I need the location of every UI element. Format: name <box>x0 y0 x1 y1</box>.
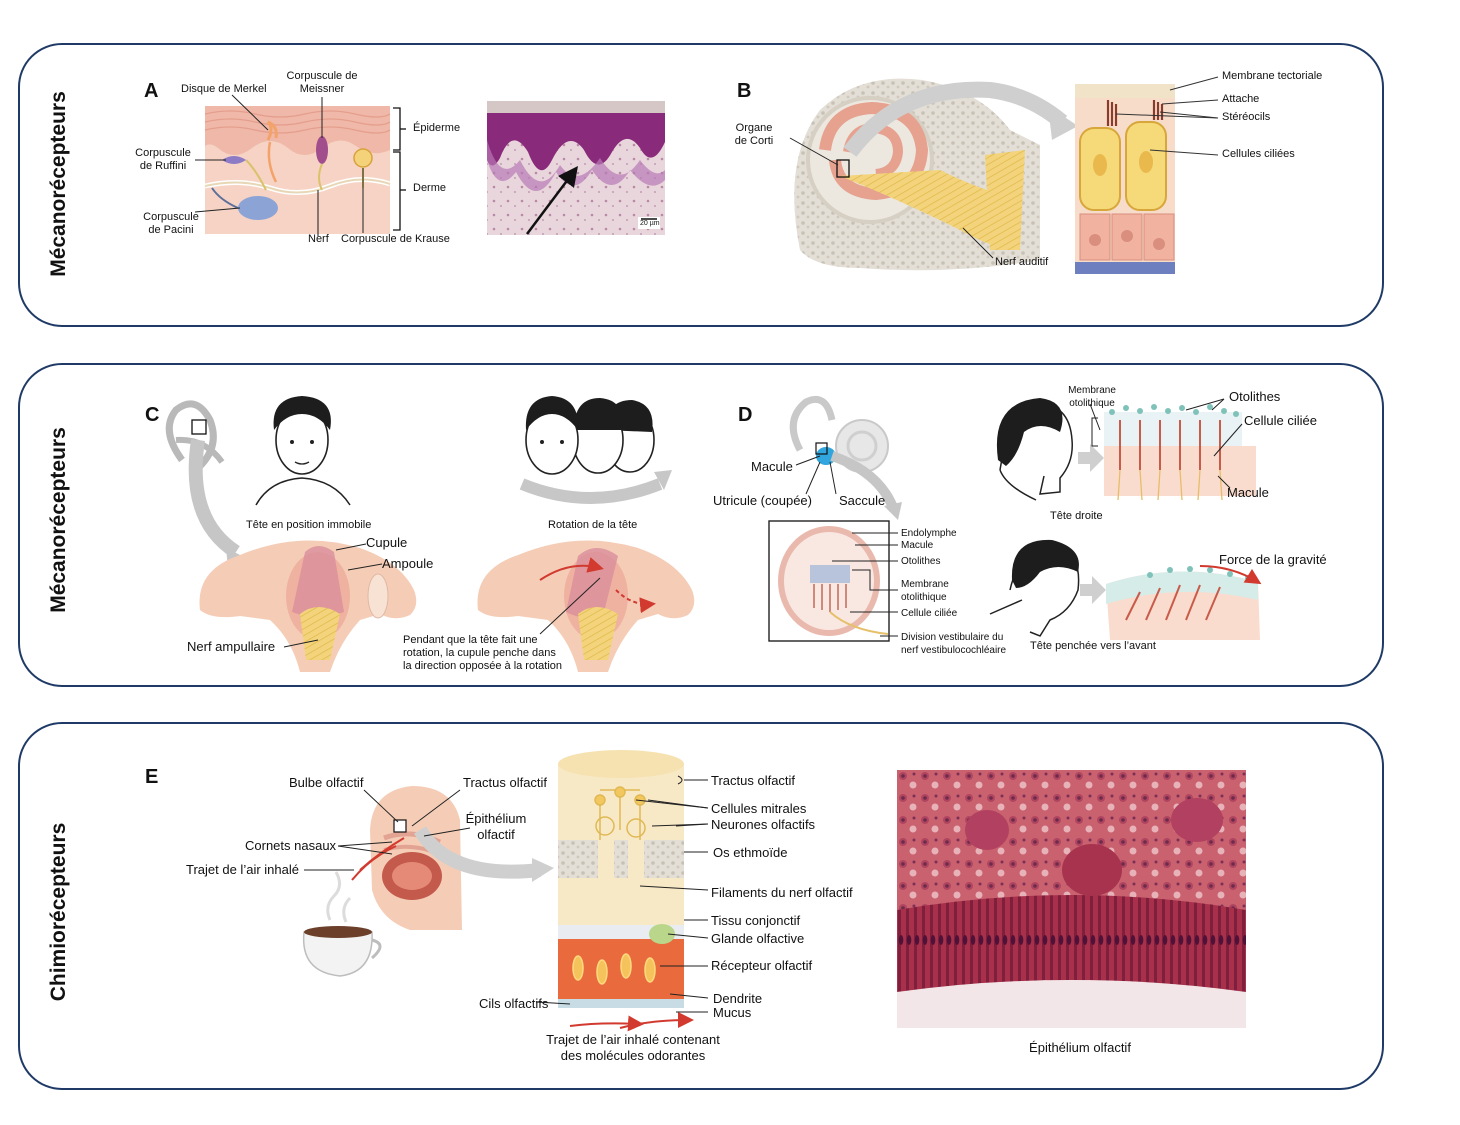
label-note-3: la direction opposée à la rotation <box>403 660 562 672</box>
macula-inset <box>768 520 898 642</box>
label-macule-right: Macule <box>1227 485 1269 500</box>
label-recepteur: Récepteur olfactif <box>711 958 813 973</box>
macula-upright <box>1089 398 1256 501</box>
panel-a-letter: A <box>144 80 159 102</box>
label-filaments: Filaments du nerf olfactif <box>711 885 853 900</box>
label-note-1: Pendant que la tête fait une <box>403 634 538 646</box>
label-membrane-oto-2: otolithique <box>901 592 947 603</box>
label-cornets: Cornets nasaux <box>245 838 337 853</box>
panel-b-letter: B <box>737 80 752 102</box>
label-otolithes: Otolithes <box>1229 389 1281 404</box>
ampulla-still <box>199 540 417 672</box>
panel-c-letter: C <box>145 404 160 426</box>
label-epithelium-2: olfactif <box>477 827 515 842</box>
head-sagittal <box>304 786 554 930</box>
label-force-gravite: Force de la gravité <box>1219 552 1327 567</box>
label-organe-1: Organe <box>735 122 773 134</box>
label-trajet-air: Trajet de l’air inhalé <box>186 862 299 877</box>
label-trajet-bottom-2: des molécules odorantes <box>560 1048 706 1063</box>
label-utricule: Utricule (coupée) <box>713 493 812 508</box>
label-meissner-1: Corpuscule de <box>286 70 358 82</box>
label-membrane-top-1: Membrane <box>1068 385 1116 396</box>
label-saccule: Saccule <box>839 493 886 508</box>
label-cupule: Cupule <box>366 535 408 550</box>
head-upright <box>996 398 1104 501</box>
label-pacini-1: Corpuscule <box>143 211 199 223</box>
label-tete-immobile: Tête en position immobile <box>246 519 372 531</box>
label-krause: Corpuscule de Krause <box>341 233 450 245</box>
macula-tilted <box>1106 565 1262 640</box>
vestibule-icon <box>789 395 902 520</box>
label-nerf-ampullaire: Nerf ampullaire <box>187 639 276 654</box>
label-scale: 20 µm <box>640 220 660 227</box>
panel-e-letter: E <box>145 766 159 788</box>
label-cellule-ciliee-small: Cellule ciliée <box>901 608 958 619</box>
head-tilted <box>989 539 1106 637</box>
label-mitrales: Cellules mitrales <box>711 801 807 816</box>
label-membrane-top-2: otolithique <box>1069 398 1115 409</box>
hair-cell-diagram <box>1075 76 1219 274</box>
label-nerf-auditif: Nerf auditif <box>995 256 1049 268</box>
label-tractus-left: Tractus olfactif <box>463 775 548 790</box>
label-macule-small: Macule <box>901 540 934 551</box>
ampulla-rotating <box>477 540 695 672</box>
skin-diagram <box>194 94 406 236</box>
olfactory-epithelium-photo <box>897 770 1246 1028</box>
label-epithelium-1: Épithélium <box>465 811 527 826</box>
label-tete-penchee: Tête penchée vers l’avant <box>1030 640 1156 652</box>
label-pacini-2: de Pacini <box>148 224 194 236</box>
label-note-2: rotation, la cupule penche dans <box>403 647 556 659</box>
label-cils: Cils olfactifs <box>479 996 549 1011</box>
label-membrane-tectoriale: Membrane tectoriale <box>1222 70 1323 82</box>
label-cellule-ciliee: Cellule ciliée <box>1244 413 1317 428</box>
label-nerf: Nerf <box>308 233 329 245</box>
skin-histology-photo <box>487 101 665 235</box>
panel-d-letter: D <box>738 404 753 426</box>
label-epiderme: Épiderme <box>413 122 461 134</box>
label-otolithes-small: Otolithes <box>901 556 941 567</box>
label-mucus: Mucus <box>713 1005 752 1020</box>
label-bulbe: Bulbe olfactif <box>289 775 364 790</box>
label-rotation: Rotation de la tête <box>548 519 638 531</box>
label-merkel: Disque de Merkel <box>181 83 267 95</box>
olfactory-block <box>535 750 709 1032</box>
label-tete-droite: Tête droite <box>1050 510 1103 522</box>
label-tissu: Tissu conjonctif <box>711 913 801 928</box>
ear-semicircular-icon <box>165 400 250 568</box>
label-dendrite: Dendrite <box>713 991 763 1006</box>
label-organe-2: de Corti <box>734 135 774 147</box>
label-macule: Macule <box>751 459 793 474</box>
label-division-2: nerf vestibulocochléaire <box>901 645 1007 656</box>
label-ampoule: Ampoule <box>382 556 434 571</box>
label-glande: Glande olfactive <box>711 931 805 946</box>
label-ruffini-1: Corpuscule <box>135 147 191 159</box>
label-division-1: Division vestibulaire du <box>901 632 1004 643</box>
label-stereocils: Stéréocils <box>1222 111 1271 123</box>
label-endolymphe: Endolymphe <box>901 528 957 539</box>
head-front-still <box>255 396 351 506</box>
label-derme: Derme <box>413 182 447 194</box>
label-trajet-bottom-1: Trajet de l’air inhalé contenant <box>546 1032 720 1047</box>
coffee-cup <box>302 871 382 977</box>
label-ruffini-2: de Ruffini <box>139 160 187 172</box>
label-membrane-oto-1: Membrane <box>901 579 949 590</box>
label-os: Os ethmoïde <box>713 845 788 860</box>
label-photo-caption: Épithélium olfactif <box>1029 1040 1131 1055</box>
label-cellules-ciliees: Cellules ciliées <box>1222 148 1295 160</box>
label-neurones: Neurones olfactifs <box>711 817 816 832</box>
head-rotating <box>519 396 672 504</box>
label-tractus: Tractus olfactif <box>711 773 796 788</box>
cochlea-diagram <box>789 78 1078 271</box>
label-meissner-2: Meissner <box>299 83 345 95</box>
label-attache: Attache <box>1222 93 1260 105</box>
